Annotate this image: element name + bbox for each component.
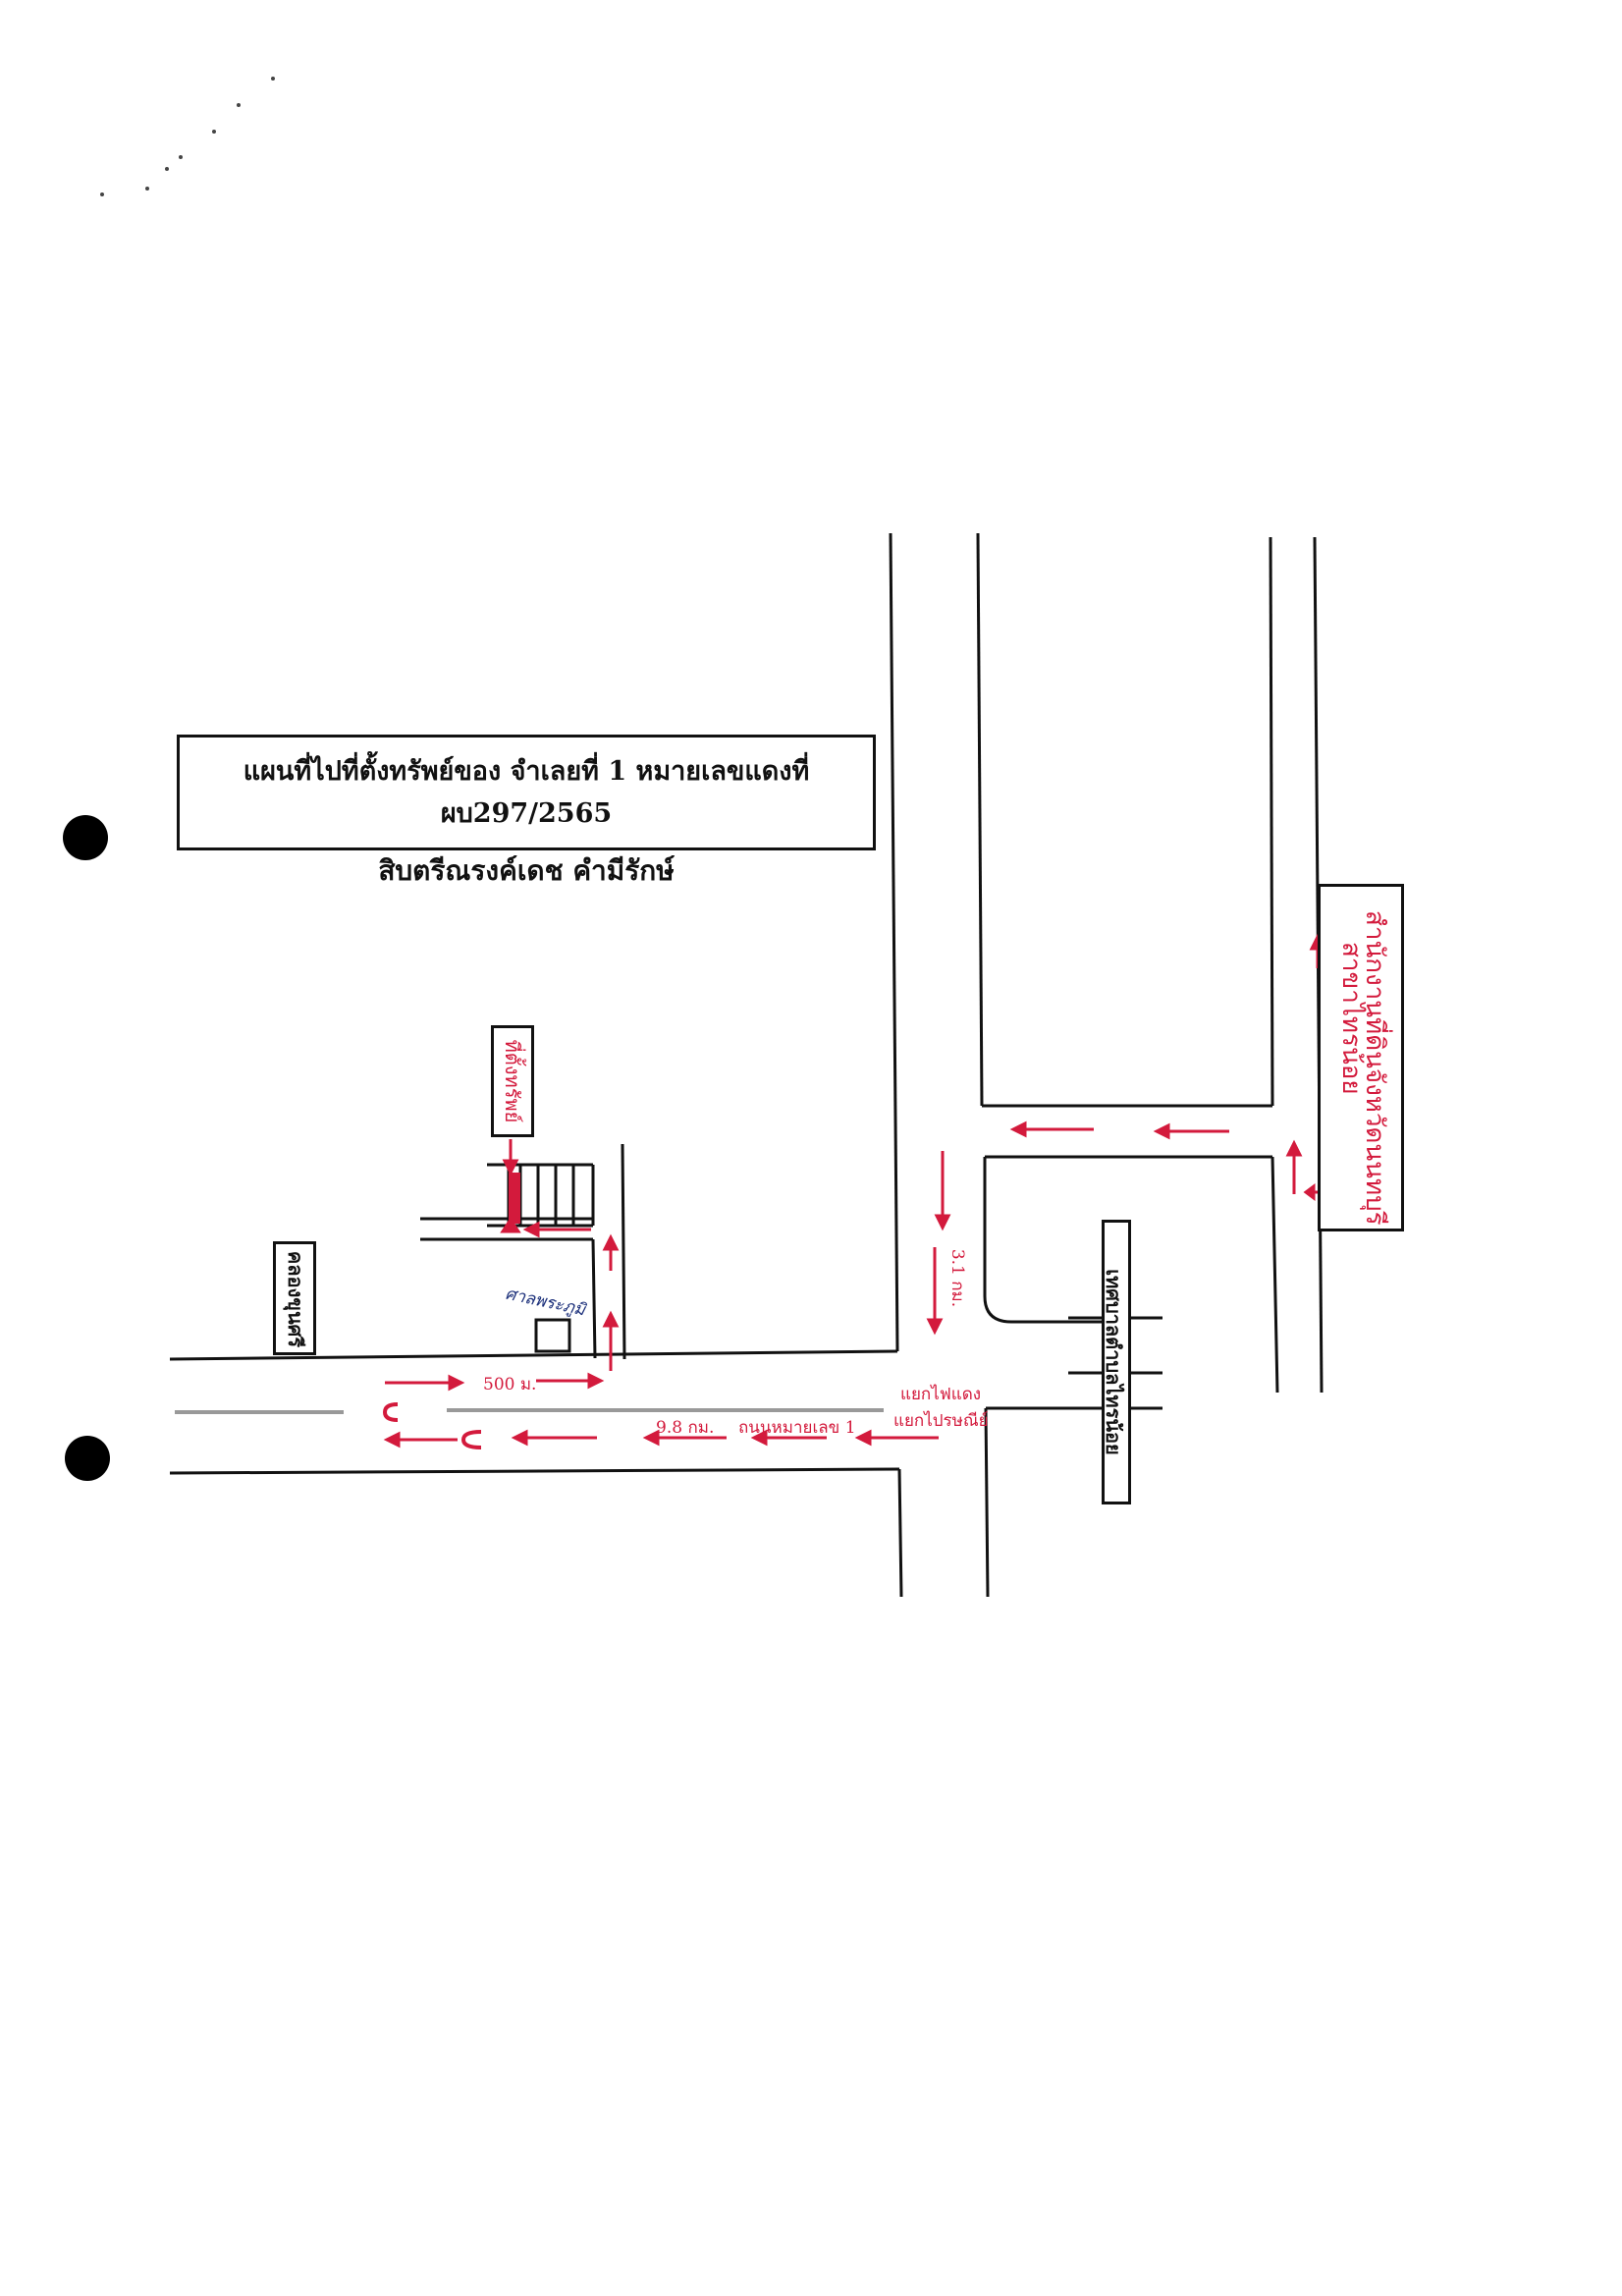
punch-hole-top bbox=[63, 815, 108, 860]
road-lines bbox=[169, 532, 1324, 1598]
distance-3-1-km: 3.1 กม. bbox=[947, 1248, 968, 1308]
map-title-box: แผนที่ไปที่ตั้งทรัพย์ของ จำเลยที่ 1 หมาย… bbox=[177, 735, 876, 887]
map-title-line2: สิบตรีณรงค์เดช คำมีรักษ์ bbox=[378, 854, 675, 887]
property-plot-highlight bbox=[509, 1173, 520, 1224]
canal-label: คลองขุนศรี bbox=[284, 1250, 307, 1348]
municipality-label: เทศบาลตำบลไทรน้อย bbox=[1102, 1269, 1125, 1455]
road-name-label: ถนนหมายเลข 1 bbox=[738, 1418, 856, 1438]
map-title-line1: แผนที่ไปที่ตั้งทรัพย์ของ จำเลยที่ 1 หมาย… bbox=[243, 756, 810, 829]
municipality-box bbox=[1102, 1220, 1131, 1504]
canal-box bbox=[273, 1241, 316, 1355]
route-arrows bbox=[383, 933, 1327, 1449]
distance-500-m: 500 ม. bbox=[483, 1375, 537, 1394]
punch-hole-bottom bbox=[65, 1436, 110, 1481]
property-marker-box bbox=[491, 1025, 534, 1137]
distance-9-8-km: 9.8 กม. bbox=[656, 1418, 715, 1438]
scan-specks bbox=[100, 77, 275, 196]
intersection-label: แยกไปรษณีย์ bbox=[893, 1411, 989, 1431]
traffic-light-label: แยกไฟแดง bbox=[900, 1385, 982, 1404]
land-office-box bbox=[1318, 884, 1404, 1231]
u-turn-icon bbox=[382, 1402, 482, 1449]
land-office-branch: สาขาไทรน้อย bbox=[1336, 942, 1366, 1095]
property-marker-label: ที่ตั้งทรัพย์ bbox=[501, 1039, 524, 1123]
